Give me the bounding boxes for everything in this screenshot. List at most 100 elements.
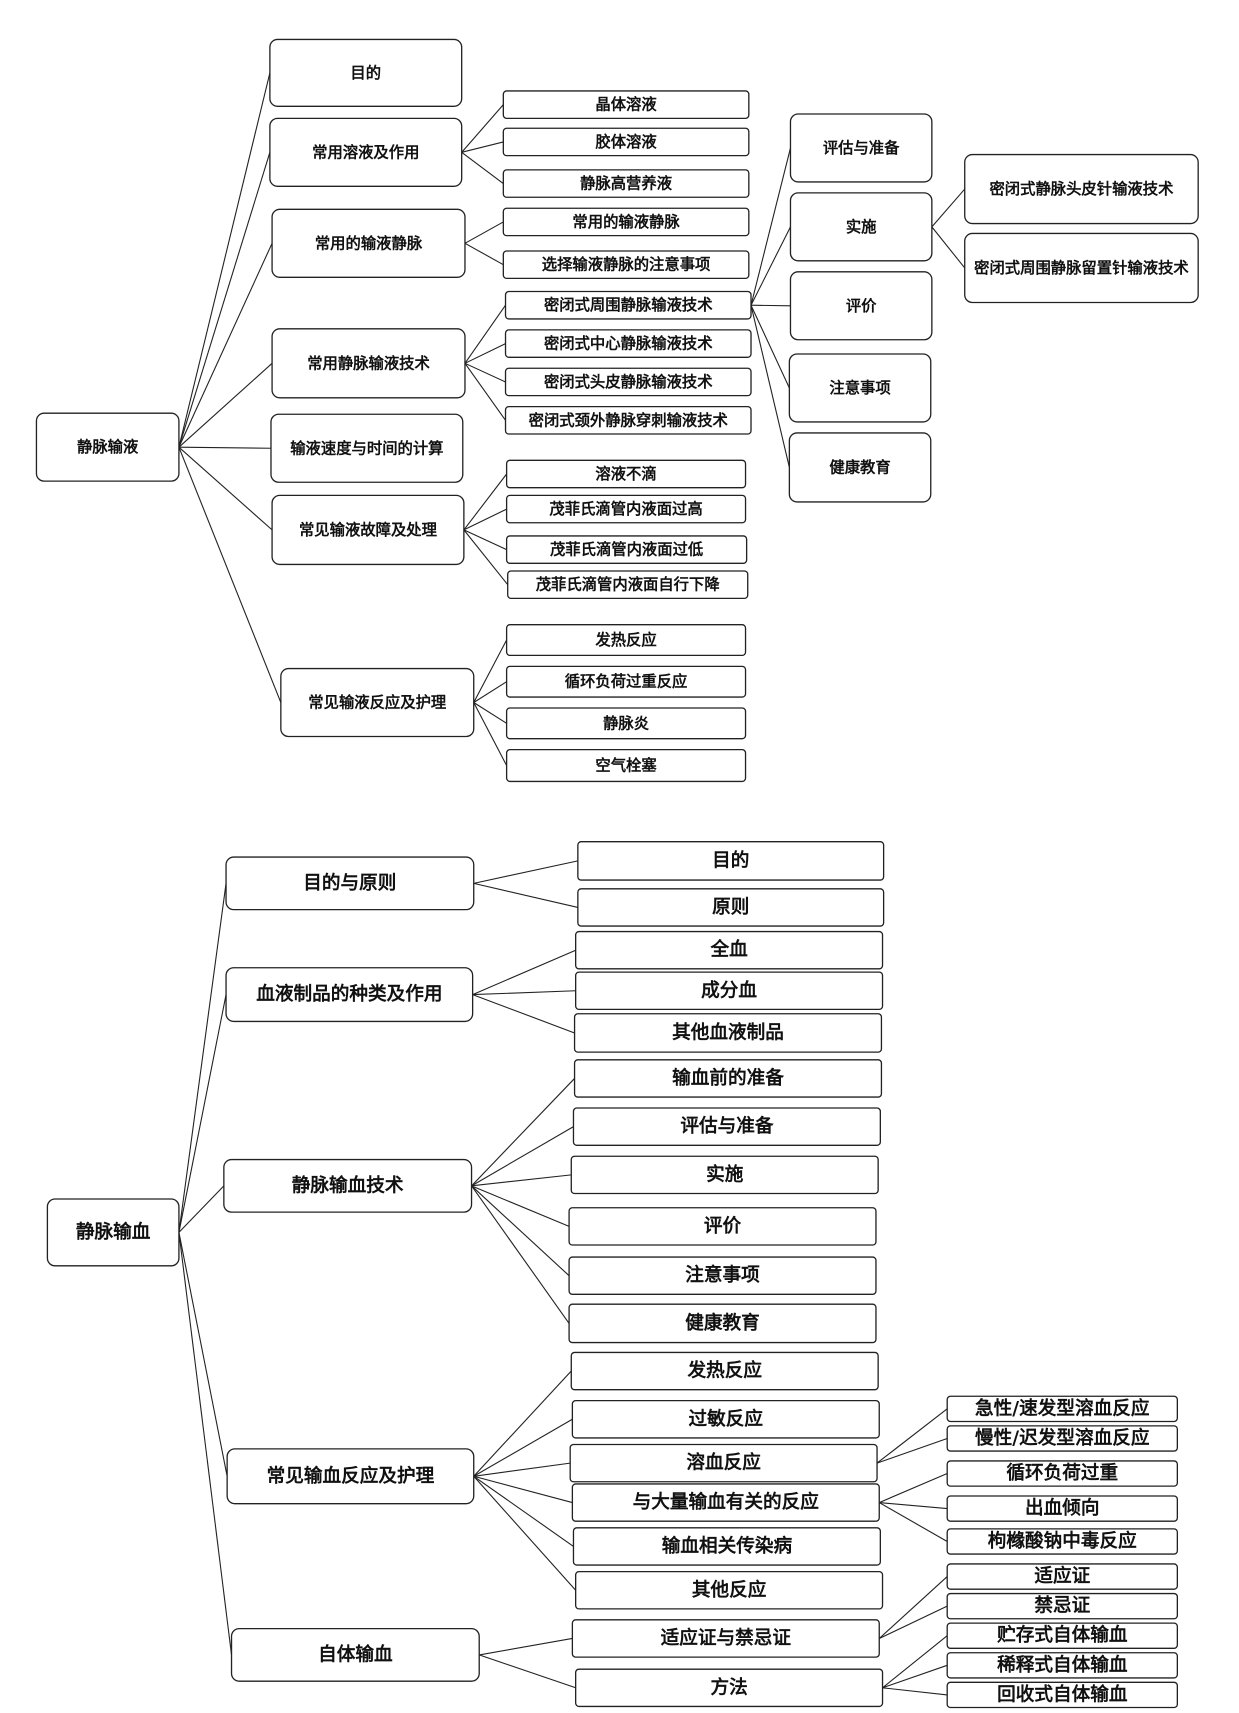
node-label: 常见输液反应及护理 xyxy=(308,694,447,712)
node-label: 适应证 xyxy=(1034,1565,1090,1587)
node-box xyxy=(46,1198,180,1267)
node-level-2: 其他血液制品 xyxy=(573,1013,883,1053)
node-box xyxy=(280,667,475,738)
node-label: 目的与原则 xyxy=(303,872,396,894)
connector-line xyxy=(879,1605,948,1639)
node-label: 输血相关传染病 xyxy=(662,1535,793,1557)
node-level-2: 原则 xyxy=(577,888,885,927)
node-box xyxy=(946,1425,1179,1452)
node-box xyxy=(571,1619,880,1658)
connector-line xyxy=(463,508,507,531)
node-level-2: 静脉高营养液 xyxy=(502,169,750,198)
node-box xyxy=(570,1155,879,1195)
node-box xyxy=(505,748,747,783)
node-level-2: 成分血 xyxy=(575,971,884,1011)
node-label: 静脉输液 xyxy=(77,438,139,456)
connector-line xyxy=(178,883,227,1233)
connector-line xyxy=(750,305,790,468)
node-level-3: 枸橼酸钠中毒反应 xyxy=(946,1528,1179,1555)
connector-line xyxy=(876,1437,948,1464)
node-label: 评估与准备 xyxy=(823,139,900,157)
node-box xyxy=(946,1652,1179,1679)
node-label: 常用的输液静脉 xyxy=(315,234,423,252)
node-box xyxy=(575,971,884,1011)
node-box xyxy=(505,494,747,524)
node-box xyxy=(504,290,752,320)
connector-line xyxy=(178,362,273,448)
node-box xyxy=(946,1592,1179,1620)
node-level-3: 出血倾向 xyxy=(946,1495,1179,1522)
node-level-2: 方法 xyxy=(575,1668,884,1708)
node-label: 密闭式静脉头皮针输液技术 xyxy=(989,180,1174,198)
connector-line xyxy=(461,151,504,185)
connector-line xyxy=(750,226,791,306)
node-level-2: 评估与准备 xyxy=(572,1107,881,1146)
node-box xyxy=(964,232,1199,304)
node-level-2: 密闭式头皮静脉输液技术 xyxy=(504,367,752,397)
node-box xyxy=(502,207,750,237)
node-level-2: 循环负荷过重反应 xyxy=(505,665,747,698)
node-box xyxy=(964,153,1199,225)
node-level-2: 适应证与禁忌证 xyxy=(571,1619,880,1658)
node-level-3: 急性/速发型溶血反应 xyxy=(946,1395,1179,1423)
node-label: 健康教育 xyxy=(685,1312,760,1334)
node-level-3: 稀释式自体输血 xyxy=(946,1652,1179,1679)
node-level-2: 晶体溶液 xyxy=(502,90,750,120)
node-label: 其他血液制品 xyxy=(672,1021,784,1043)
node-label: 实施 xyxy=(706,1163,744,1185)
mind-map-nodes: 静脉输液目的常用溶液及作用晶体溶液胶体溶液静脉高营养液常用的输液静脉常用的输液静… xyxy=(35,38,1199,1709)
node-label: 急性/速发型溶血反应 xyxy=(975,1397,1150,1419)
node-level-2: 健康教育 xyxy=(568,1303,877,1344)
node-label: 评价 xyxy=(846,297,877,315)
connector-line xyxy=(878,1502,948,1542)
node-level-3: 循环负荷过重 xyxy=(946,1460,1179,1487)
node-box xyxy=(573,1059,883,1098)
node-label: 全血 xyxy=(709,939,748,961)
node-label: 茂菲氏滴管内液面过高 xyxy=(549,500,702,518)
connector-line xyxy=(879,1473,948,1504)
connector-line xyxy=(479,1637,573,1656)
connector-line xyxy=(876,1408,948,1464)
node-box xyxy=(570,1351,879,1391)
node-level-2: 静脉炎 xyxy=(505,707,747,740)
node-level-1: 常用静脉输液技术 xyxy=(271,328,466,399)
node-box xyxy=(504,367,752,397)
node-box xyxy=(271,494,465,566)
node-label: 实施 xyxy=(846,218,877,236)
node-box xyxy=(575,1570,884,1610)
node-level-2: 目的 xyxy=(577,841,885,881)
node-box xyxy=(568,1207,877,1246)
connector-line xyxy=(473,1475,573,1504)
node-box xyxy=(572,1527,881,1566)
node-label: 发热反应 xyxy=(686,1360,762,1382)
node-label: 茂菲氏滴管内液面过低 xyxy=(550,541,704,559)
node-label: 方法 xyxy=(710,1676,747,1698)
node-box xyxy=(269,117,463,187)
node-box xyxy=(502,250,750,280)
node-label: 静脉高营养液 xyxy=(580,175,673,193)
node-box xyxy=(225,967,474,1023)
connector-line xyxy=(463,473,508,531)
node-box xyxy=(572,1107,881,1146)
node-level-2: 选择输液静脉的注意事项 xyxy=(502,250,750,280)
node-box xyxy=(568,1303,877,1344)
node-label: 密闭式头皮静脉输液技术 xyxy=(544,373,713,391)
connector-line xyxy=(931,188,966,228)
connector-line xyxy=(882,1635,948,1689)
node-level-2: 密闭式颈外静脉穿刺输液技术 xyxy=(504,405,752,435)
connector-line xyxy=(472,949,576,996)
node-level-1: 常见输血反应及护理 xyxy=(226,1448,475,1505)
node-level-1: 常用溶液及作用 xyxy=(269,117,463,187)
connector-line xyxy=(178,1232,233,1655)
node-level-2: 全血 xyxy=(575,930,884,970)
node-label: 目的 xyxy=(712,849,749,871)
node-box xyxy=(946,1460,1179,1487)
node-level-2: 与大量输血有关的反应 xyxy=(571,1483,880,1522)
node-label: 静脉输血技术 xyxy=(292,1174,404,1196)
node-box xyxy=(577,841,885,881)
node-box xyxy=(571,1399,880,1439)
node-level-3: 实施 xyxy=(789,192,933,262)
node-level-1: 常见输液故障及处理 xyxy=(271,494,465,566)
node-box xyxy=(505,459,747,489)
node-label: 禁忌证 xyxy=(1034,1595,1090,1617)
